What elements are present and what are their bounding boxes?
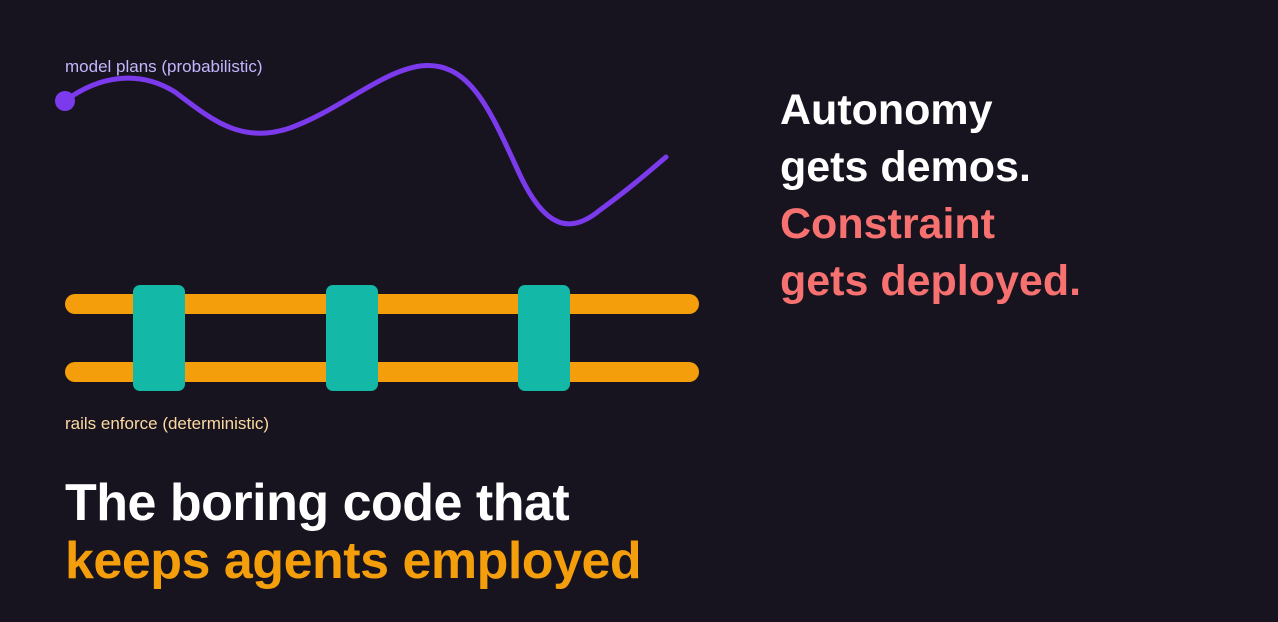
tagline-line-3: Constraint [780, 200, 995, 248]
tagline: Autonomy gets demos. Constraint gets dep… [780, 82, 1081, 310]
tagline-line-2: gets demos. [780, 143, 1031, 191]
rail-tie [326, 285, 378, 391]
rail-tie [518, 285, 570, 391]
headline: The boring code that keeps agents employ… [65, 474, 642, 590]
tagline-line-4: gets deployed. [780, 257, 1082, 305]
tagline-line-1: Autonomy [780, 86, 993, 134]
rails-illustration [55, 63, 699, 391]
headline-line-2: keeps agents employed [65, 532, 642, 590]
rails-label: rails enforce (deterministic) [65, 414, 270, 433]
curve-label: model plans (probabilistic) [65, 57, 263, 76]
headline-line-1: The boring code that [65, 474, 570, 532]
rail-tie [133, 285, 185, 391]
plan-curve [62, 63, 669, 227]
plan-start-dot [55, 91, 75, 111]
